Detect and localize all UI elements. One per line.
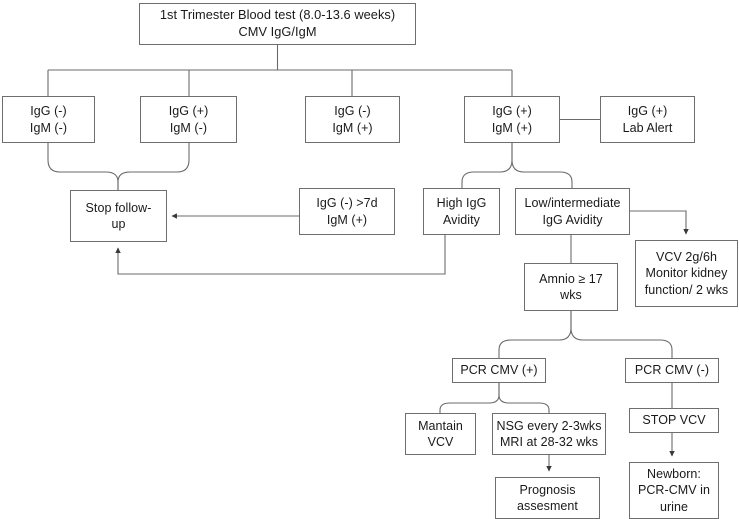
edge-pcr-pos-to-nsg <box>498 383 550 413</box>
node-pcr-cmv-positive[interactable]: PCR CMV (+) <box>452 358 546 383</box>
node-lab-alert[interactable]: IgG (+) Lab Alert <box>600 96 695 143</box>
node-igg-neg-7d-igm-pos[interactable]: IgG (-) >7d IgM (+) <box>299 188 395 235</box>
node-root[interactable]: 1st Trimester Blood test (8.0-13.6 weeks… <box>139 3 416 45</box>
node-igg-pos-igm-pos[interactable]: IgG (+) IgM (+) <box>464 96 560 143</box>
edge-merge-left-branch-b <box>117 143 190 190</box>
node-pcr-cmv-negative[interactable]: PCR CMV (-) <box>625 358 719 383</box>
edge-amnio-to-pcr-neg <box>570 311 673 358</box>
edge-pcr-pos-to-mantain <box>439 383 500 413</box>
node-prognosis-assesment[interactable]: Prognosis assesment <box>495 477 600 519</box>
node-igg-pos-igm-neg[interactable]: IgG (+) IgM (-) <box>140 96 237 143</box>
node-amnio-17-wks[interactable]: Amnio ≥ 17 wks <box>524 263 618 311</box>
node-stop-follow-up[interactable]: Stop follow- up <box>70 190 167 242</box>
edge-low-avidity-to-vcv <box>630 210 689 235</box>
edge-high-avidity-to-stop <box>115 235 446 275</box>
node-newborn-pcr-cmv-urine[interactable]: Newborn: PCR-CMV in urine <box>629 462 719 519</box>
node-high-igg-avidity[interactable]: High IgG Avidity <box>423 188 500 235</box>
node-igg-neg-igm-pos[interactable]: IgG (-) IgM (+) <box>305 96 400 143</box>
node-mantain-vcv[interactable]: Mantain VCV <box>405 413 476 455</box>
edge-split-to-low-avidity <box>511 143 573 188</box>
node-vcv-monitor-kidney[interactable]: VCV 2g/6h Monitor kidney function/ 2 wks <box>635 240 738 307</box>
edge-amnio-to-pcr-pos <box>498 311 572 358</box>
node-nsg-mri-schedule[interactable]: NSG every 2-3wks MRI at 28-32 wks <box>492 413 606 455</box>
node-stop-vcv[interactable]: STOP VCV <box>629 408 719 433</box>
node-igg-neg-igm-neg[interactable]: IgG (-) IgM (-) <box>2 96 95 143</box>
edge-merge-left-branch-a <box>47 143 119 190</box>
edge-split-to-high-avidity <box>461 143 513 188</box>
node-low-intermediate-igg-avidity[interactable]: Low/intermediate IgG Avidity <box>515 188 630 235</box>
